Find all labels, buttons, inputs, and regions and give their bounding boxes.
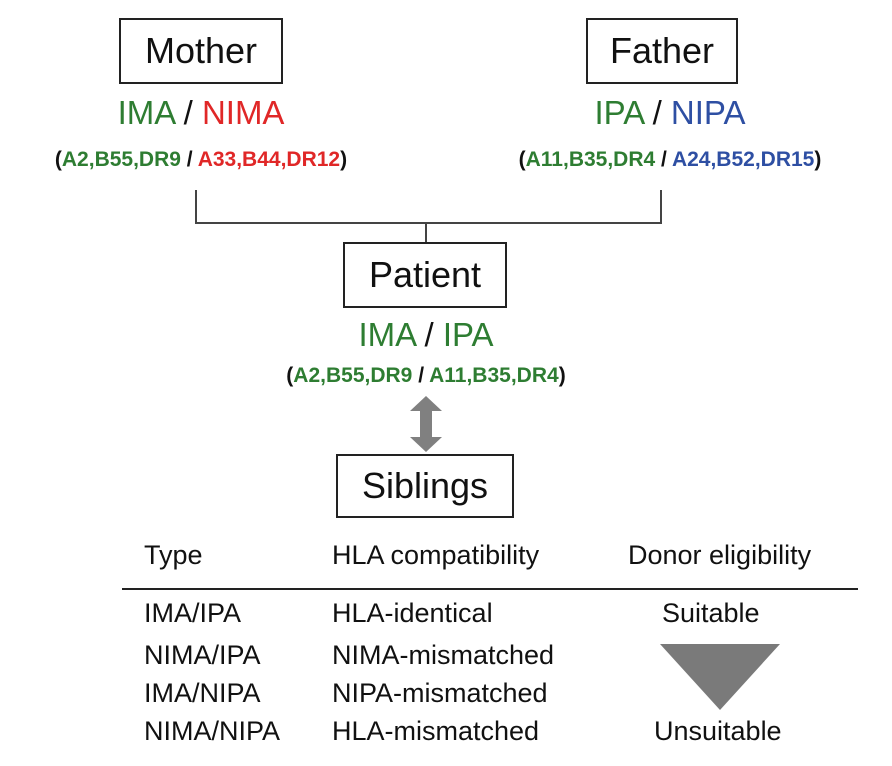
father-nipa-hla: A24,B52,DR15 xyxy=(671,148,815,171)
patient-hla-close-paren: ) xyxy=(558,364,566,387)
siblings-box: Siblings xyxy=(336,454,514,518)
header-hla-compatibility: HLA compatibility xyxy=(332,540,540,570)
siblings-title: Siblings xyxy=(361,465,489,506)
row-compatibility: NIMA-mismatched xyxy=(332,640,555,670)
mother-allele-labels: IMA / NIMA xyxy=(0,94,402,132)
father-slash: / xyxy=(652,94,662,131)
table-divider xyxy=(122,588,858,590)
row-compatibility: HLA-mismatched xyxy=(332,716,540,746)
mother-nima-label: NIMA xyxy=(201,94,285,131)
father-hla: (A11,B35,DR4 / A24,B52,DR15) xyxy=(460,148,880,172)
header-type: Type xyxy=(144,540,203,570)
bracket-left-line xyxy=(195,190,197,224)
bracket-horizontal-line xyxy=(195,222,662,224)
mother-slash: / xyxy=(183,94,193,131)
eligibility-unsuitable: Unsuitable xyxy=(654,716,782,746)
double-arrow-icon xyxy=(410,396,442,452)
mother-box: Mother xyxy=(119,18,283,84)
patient-ima-label: IMA xyxy=(358,316,416,353)
eligibility-gradient-triangle xyxy=(660,644,780,710)
patient-ipa-label: IPA xyxy=(442,316,494,353)
father-hla-open-paren: ( xyxy=(518,148,526,171)
mother-ima-label: IMA xyxy=(117,94,175,131)
mother-hla: (A2,B55,DR9 / A33,B44,DR12) xyxy=(0,148,402,172)
mother-ima-hla: A2,B55,DR9 xyxy=(61,148,181,171)
patient-ima-hla: A2,B55,DR9 xyxy=(293,364,413,387)
mother-title: Mother xyxy=(144,30,258,71)
row-type: NIMA/NIPA xyxy=(144,716,281,746)
row-type: IMA/NIPA xyxy=(144,678,261,708)
header-donor-eligibility: Donor eligibility xyxy=(628,540,812,570)
row-compatibility: NIPA-mismatched xyxy=(332,678,548,708)
patient-hla-open-paren: ( xyxy=(286,364,294,387)
patient-hla-slash: / xyxy=(418,364,425,387)
father-allele-labels: IPA / NIPA xyxy=(470,94,870,132)
patient-box: Patient xyxy=(343,242,507,308)
mother-hla-close-paren: ) xyxy=(340,148,348,171)
mother-hla-slash: / xyxy=(186,148,193,171)
mother-nima-hla: A33,B44,DR12 xyxy=(197,148,341,171)
father-nipa-label: NIPA xyxy=(670,94,746,131)
father-hla-slash: / xyxy=(661,148,667,171)
father-title: Father xyxy=(609,30,715,71)
father-ipa-hla: A11,B35,DR4 xyxy=(525,148,656,171)
row-compatibility: HLA-identical xyxy=(332,598,493,628)
father-box: Father xyxy=(586,18,738,84)
father-ipa-label: IPA xyxy=(594,94,644,131)
patient-ipa-hla: A11,B35,DR4 xyxy=(429,364,559,387)
father-hla-close-paren: ) xyxy=(814,148,822,171)
row-type: NIMA/IPA xyxy=(144,640,261,670)
mother-hla-open-paren: ( xyxy=(54,148,62,171)
eligibility-suitable: Suitable xyxy=(662,598,760,628)
patient-title: Patient xyxy=(368,254,482,295)
bracket-stem-line xyxy=(425,222,427,244)
patient-hla: (A2,B55,DR9 / A11,B35,DR4) xyxy=(226,364,626,388)
row-type: IMA/IPA xyxy=(144,598,242,628)
bracket-right-line xyxy=(660,190,662,224)
patient-slash: / xyxy=(424,316,434,353)
patient-allele-labels: IMA / IPA xyxy=(226,316,626,354)
